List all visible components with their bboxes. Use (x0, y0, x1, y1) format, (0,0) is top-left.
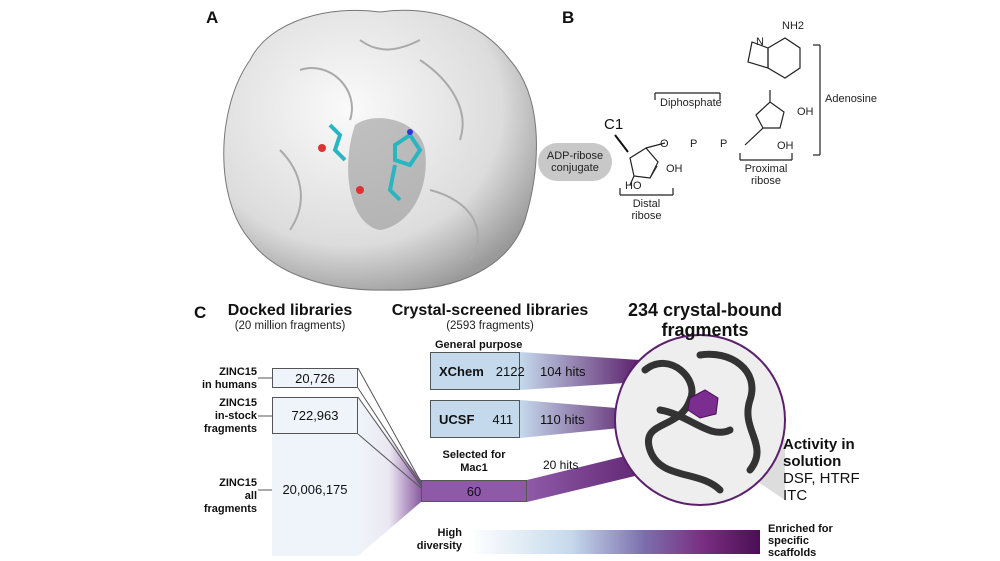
funnel-wedge (358, 397, 421, 556)
adp-ribose-structure (619, 37, 821, 196)
panel-label-a: A (206, 8, 219, 27)
activity-assays-2: ITC (783, 487, 808, 504)
scale-right-1: Enriched for (768, 523, 833, 535)
ligand-ring (687, 389, 719, 419)
label-line: in humans (201, 379, 257, 391)
protein-surface (223, 9, 537, 291)
label-line: in-stock (214, 410, 257, 422)
o-label: O (660, 138, 669, 150)
activity-assays-1: DSF, HTRF (783, 470, 860, 487)
xchem-hits: 104 hits (540, 364, 586, 379)
label-line: ZINC15 (219, 477, 257, 489)
nh2-label: NH2 (782, 20, 805, 32)
xchem-box: XChem 2122 (430, 352, 525, 390)
conjugate-line1: ADP-ribose (546, 150, 604, 162)
crystal-subtitle: (2593 fragments) (446, 320, 534, 332)
oh-label-2: OH (777, 140, 794, 152)
n-label: N (756, 36, 764, 48)
zinc-humans-box: 20,726 (272, 368, 358, 388)
scale-right-3: scaffolds (768, 547, 817, 559)
ucsf-name: UCSF (439, 411, 475, 427)
panel-label-b: B (562, 8, 575, 27)
zinc-all-value: 20,006,175 (282, 482, 348, 497)
ucsf-wedge (520, 400, 640, 438)
label-line: fragments (203, 503, 257, 515)
xchem-name: XChem (439, 363, 484, 379)
conjugate-pill (538, 143, 612, 181)
label-line: ZINC15 (219, 397, 257, 409)
oh-label-3: OH (666, 163, 683, 175)
selected-line1: Selected for (442, 449, 506, 461)
diphosphate-label: Diphosphate (660, 97, 722, 109)
panel-label-c: C (194, 303, 207, 322)
distal-line1: Distal (632, 198, 661, 210)
ucsf-hits: 110 hits (540, 412, 585, 427)
xchem-wedge (520, 352, 640, 390)
docked-subtitle: (20 million fragments) (234, 320, 346, 332)
diversity-scale-bar (470, 530, 760, 554)
ucsf-box: UCSF 411 (430, 400, 520, 438)
zinc-instock-box: 722,963 (272, 397, 358, 434)
crystal-title: Crystal-screened libraries (391, 302, 589, 319)
p-label: P (690, 138, 698, 150)
protein-ribbon (641, 350, 761, 494)
mac1-hits: 20 hits (543, 458, 579, 472)
ucsf-count: 411 (492, 411, 514, 427)
proximal-line2: ribose (751, 175, 781, 187)
conjugate-line2: conjugate (551, 162, 599, 174)
scale-left-2: diversity (416, 540, 462, 552)
proximal-line1: Proximal (744, 163, 788, 175)
general-purpose-label: General purpose (435, 339, 523, 351)
docked-title: Docked libraries (227, 302, 353, 319)
activity-title-2: solution (783, 453, 842, 470)
bound-line1: 234 crystal-bound (627, 300, 783, 320)
mac1-box: 60 (421, 480, 527, 502)
selected-line2: Mac1 (460, 462, 488, 474)
all-fragments-area (272, 434, 358, 556)
oh-label-1: OH (797, 106, 814, 118)
label-line: ZINC15 (219, 366, 257, 378)
bound-line2: fragments (661, 320, 749, 340)
activity-panel: Activity in solution DSF, HTRF ITC (783, 436, 860, 504)
xchem-count: 2122 (495, 363, 525, 379)
p-label-2: P (720, 138, 728, 150)
c1-arrow (614, 134, 629, 153)
adenosine-label: Adenosine (825, 93, 877, 105)
distal-line2: ribose (631, 210, 662, 222)
label-line: all (244, 490, 257, 502)
funnel-lines (258, 367, 422, 491)
activity-title-1: Activity in (783, 436, 855, 453)
scale-left-1: High (437, 527, 462, 539)
ligand-sticks (328, 123, 423, 202)
c1-label: C1 (604, 116, 624, 133)
label-line: fragments (203, 423, 257, 435)
ho-label: HO (625, 180, 642, 192)
scale-right-2: specific (768, 535, 809, 547)
